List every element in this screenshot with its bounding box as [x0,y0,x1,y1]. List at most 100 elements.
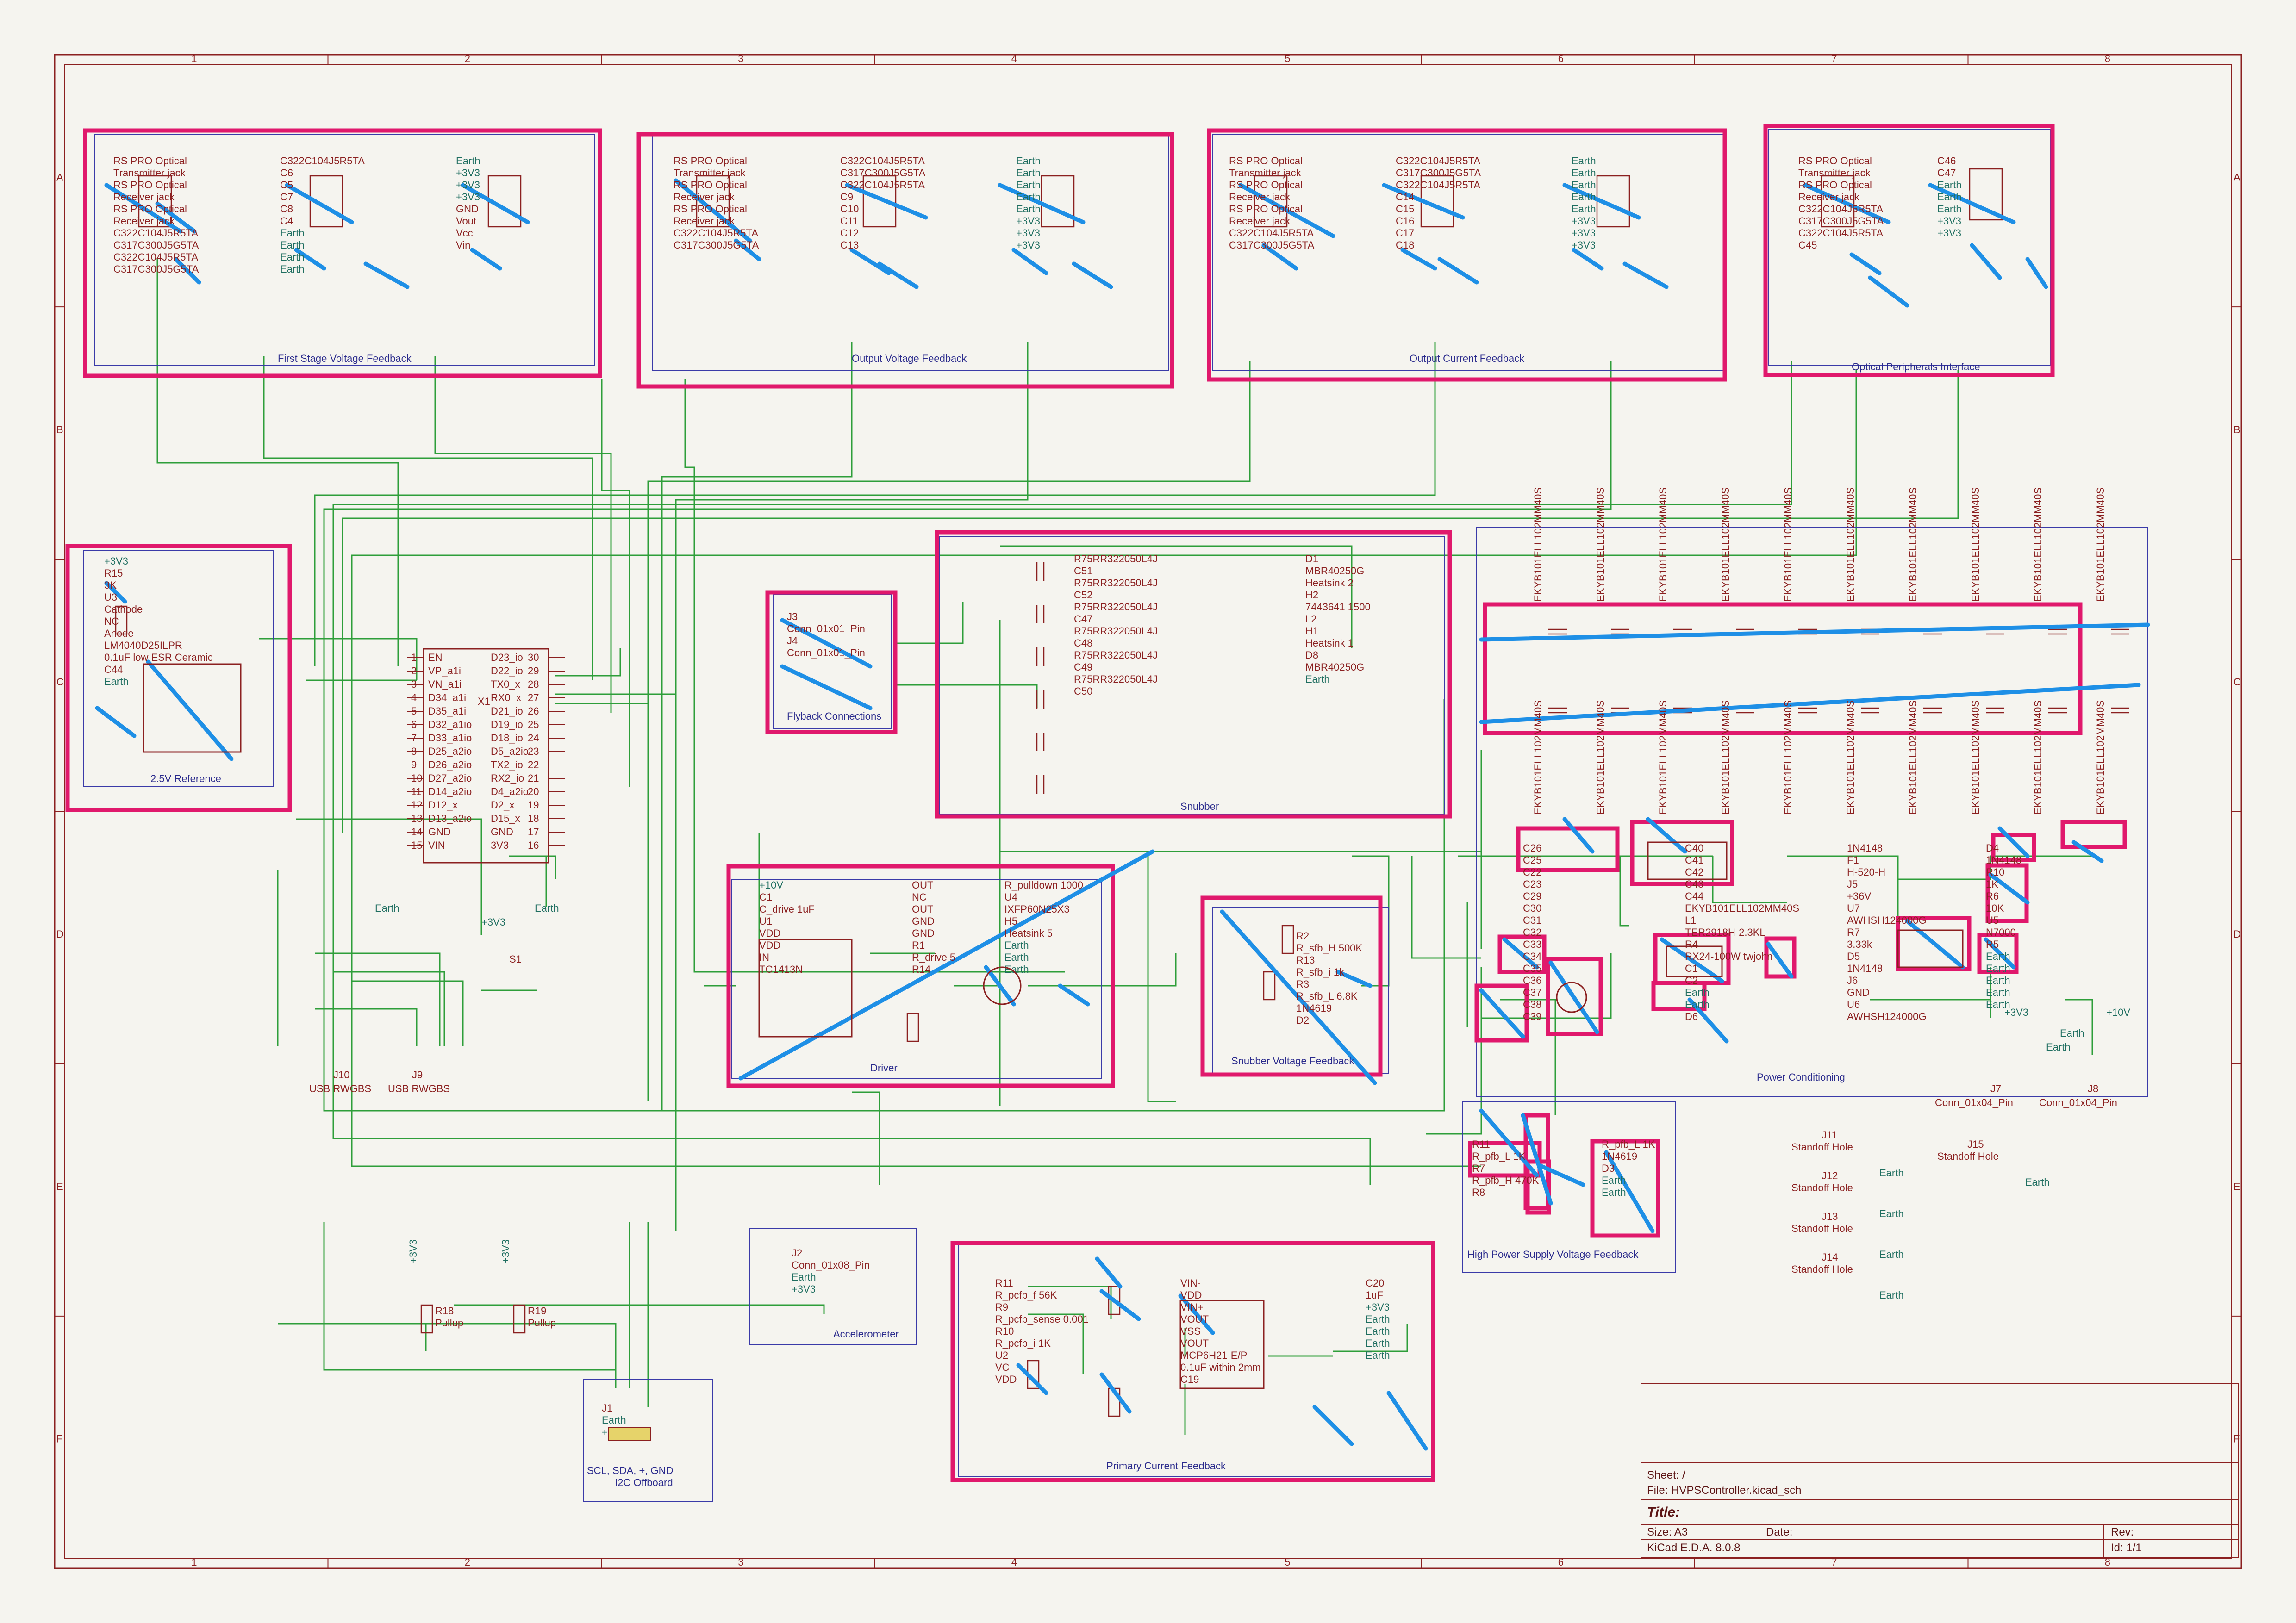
resistor-body [1281,925,1294,954]
mcu-earth-left: Earth [375,902,399,914]
block-label-oc: RS PRO Optical [1229,155,1303,167]
block-label-pc: U5 [1986,914,1999,926]
block-label-drv: U1 [759,915,772,927]
block-label-oc: Earth [1572,155,1596,167]
block-label-snub: C48 [1074,637,1092,649]
block-label-drv: R_drive 5 [912,951,955,963]
block-label-drv: IN [759,951,769,963]
block-label-pcf: Earth [1366,1313,1390,1325]
block-label-pc: Earth [1986,999,2010,1010]
block-label-oc: Earth [1572,191,1596,203]
standoff-value: Standoff Hole [1791,1182,1853,1194]
frame-row-label: E [56,1181,63,1192]
block-label-pcf: U2 [995,1349,1008,1361]
block-label-pcf: VOUT [1180,1337,1209,1349]
block-label-fs: C7 [280,191,293,203]
block-label-pc: N7000 [1986,927,2016,938]
block-label-drv: U4 [1004,891,1017,903]
block-label-snub: D1 [1305,553,1318,565]
u5-transistor [1556,982,1587,1013]
block-label-fs: Vin [456,239,470,251]
standoff-earth: Earth [1879,1208,1904,1219]
block-label-snub: Heatsink 2 [1305,577,1354,589]
mcu-pin-right: 3V3 [491,839,509,851]
cap-bank-label-top: EKYB101ELL102MM40S [1657,487,1669,602]
mcu-pin-num-right: 22 [528,759,539,771]
standoff-value: Standoff Hole [1791,1263,1853,1275]
mcu-pin-right: D22_io [491,665,523,677]
block-label-oc: +3V3 [1572,215,1596,227]
j10-ref: J10 [333,1069,349,1081]
block-label-pcf: Earth [1366,1325,1390,1337]
block-label-op: Transmitter jack [1798,167,1871,179]
block-label-pc: R7 [1847,927,1860,938]
block-label-pcf: VDD [1180,1289,1202,1301]
block-label-oc: Earth [1572,179,1596,191]
mcu-pin-left: VIN [428,839,445,851]
u7-body [1897,929,1964,968]
cap-bank-label-bottom: EKYB101ELL102MM40S [1657,700,1669,815]
optical-jack-body [309,175,343,228]
j7-earth: Earth [2060,1027,2084,1039]
block-label-ov: +3V3 [1016,239,1040,251]
block-label-fs: Earth [280,263,305,275]
wire-layer [156,259,2093,1435]
block-label-op: C46 [1937,155,1956,167]
block-label-pcf: R_pcfb_f 56K [995,1289,1057,1301]
block-label-drv: NC [912,891,927,903]
block-label-pc: RX24-100W twjohn [1685,951,1773,962]
block-label-hp: R_pfb_H 470K [1472,1175,1539,1186]
block-label-oc: C317C300J5G5TA [1396,167,1481,179]
block-caption-acc: Accelerometer [833,1328,899,1340]
block-caption-ref: 2.5V Reference [150,773,221,784]
mcu-pin-num-right: 27 [528,692,539,703]
block-label-sn: R_sfb_H 500K [1296,942,1362,954]
block-label-oc: C322C104J5R5TA [1396,155,1480,167]
block-label-ov: C9 [840,191,853,203]
mcu-earth-right: Earth [535,902,559,914]
frame-col-label: 1 [191,53,197,64]
standoff-ref: J15 [1967,1138,1984,1150]
title-file: File: HVPSController.kicad_sch [1647,1484,1801,1497]
block-label-pcf: C19 [1180,1374,1199,1385]
block-label-ref: R15 [104,567,123,579]
mcu-pin-num-right: 16 [528,839,539,851]
block-label-fs: C317C300J5G5TA [113,263,199,275]
mcu-pin-right: D18_io [491,732,523,744]
block-label-fs: RS PRO Optical [113,203,187,215]
r18-value: Pullup [435,1317,463,1329]
block-label-hp: D3 [1602,1163,1615,1174]
mcu-ref: X1 [478,696,490,707]
block-label-pcf: +3V3 [1366,1301,1390,1313]
mcu-pin-left: D35_a1i [428,705,466,717]
block-label-pc: C34 [1523,951,1541,962]
mcu-pin-right: TX2_io [491,759,523,771]
r18-supply: +3V3 [407,1239,419,1263]
block-label-pcf: R_pcfb_sense 0.001 [995,1313,1089,1325]
block-label-op: +3V3 [1937,215,1961,227]
block-label-pc: GND [1847,987,1870,998]
mcu-pin-left: D27_a2io [428,772,472,784]
block-label-op: C47 [1937,167,1956,179]
block-label-fs: RS PRO Optical [113,155,187,167]
frame-row-label: C [2234,676,2241,688]
block-caption2-i2c: I2C Offboard [615,1477,673,1488]
strike-marks [95,178,2150,1451]
block-label-pcf: VSS [1180,1325,1201,1337]
frame-col-label: 4 [1011,1556,1017,1568]
block-label-ov: C322C104J5R5TA [840,155,925,167]
block-label-drv: Heatsink 5 [1004,927,1053,939]
title-rev: Rev: [2111,1526,2134,1538]
block-label-pc: C39 [1523,1011,1541,1022]
frame-col-label: 3 [738,53,743,64]
block-label-ref: LM4040D25ILPR [104,640,182,651]
frame-col-label: 5 [1285,53,1290,64]
j8-supply: +10V [2106,1007,2130,1018]
block-label-snub: H2 [1305,589,1318,601]
block-label-drv: OUT [912,903,933,915]
block-label-pc: C44 [1685,890,1703,902]
frame-row-label: B [56,424,63,435]
mcu-pin-num-right: 20 [528,786,539,797]
